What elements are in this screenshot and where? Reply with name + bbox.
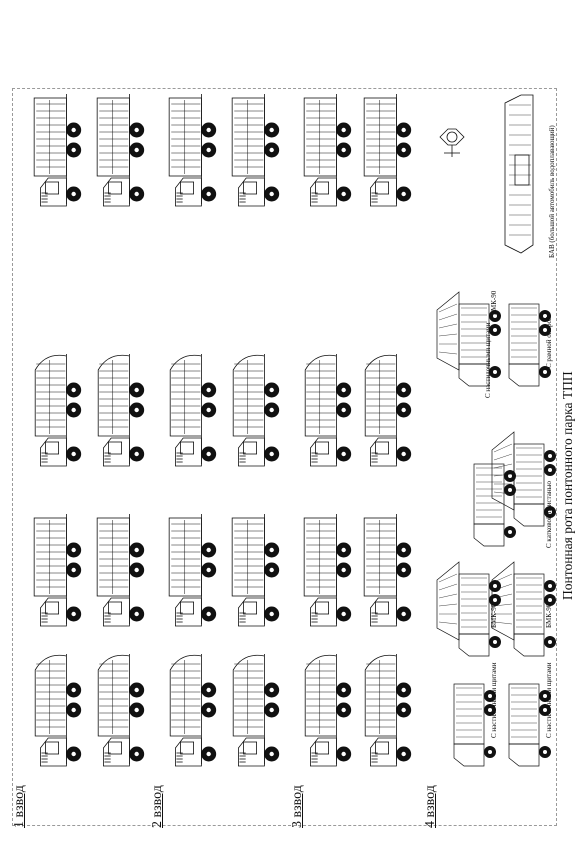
pontoon-crew-icon <box>439 128 465 157</box>
caption-deck-sheets-2: С настилочными щитами <box>545 662 553 738</box>
truck-p1-c1-r1 <box>34 654 82 767</box>
truck-p1-c2-r1 <box>97 654 145 767</box>
p4-rolling-pier-a <box>473 463 516 547</box>
truck-p2-c1-r4 <box>168 94 217 207</box>
truck-p1-c2-r3 <box>97 354 145 467</box>
truck-p3-c2-r3 <box>364 354 412 467</box>
p4-bmk-2 <box>491 561 556 657</box>
dashed-frame <box>12 88 557 826</box>
platoon-4-label: 4 взвод <box>423 785 438 828</box>
truck-p2-c1-r2 <box>168 514 217 627</box>
caption-rolling-pier: С катковой пристанью <box>545 480 553 548</box>
platoon-1-label: 1 взвод <box>12 785 27 828</box>
p4-deck-sheets-1 <box>453 683 496 767</box>
truck-p1-c1-r3 <box>34 354 82 467</box>
truck-p3-c2-r4 <box>363 94 412 207</box>
caption-deck-sheets-1: С настилочными щитами <box>490 662 498 738</box>
platoon-2-label: 2 взвод <box>150 785 165 828</box>
truck-p1-c2-r4 <box>96 94 145 207</box>
bav-amphibian <box>504 94 534 254</box>
truck-p2-c2-r1 <box>232 654 280 767</box>
page-title: Понтонная рота понтонного парка ТПП <box>560 371 575 600</box>
caption-frame-support: С рамной опорой <box>545 316 553 368</box>
truck-p3-c1-r4 <box>303 94 352 207</box>
p4-deck-sheets-2 <box>508 683 551 767</box>
truck-p1-c1-r4 <box>33 94 82 207</box>
truck-p2-c2-r4 <box>231 94 280 207</box>
truck-p3-c2-r2 <box>363 514 412 627</box>
truck-p3-c1-r3 <box>304 354 352 467</box>
caption-deck-sheets-3: С настилочными щитами <box>484 322 492 398</box>
p4-frame-support <box>508 303 551 387</box>
truck-p3-c1-r1 <box>304 654 352 767</box>
truck-p1-c2-r2 <box>96 514 145 627</box>
p4-rolling-pier-b <box>491 431 556 527</box>
truck-p2-c1-r3 <box>169 354 217 467</box>
truck-p2-c1-r1 <box>169 654 217 767</box>
truck-p1-c1-r2 <box>33 514 82 627</box>
p4-bmk-3 <box>436 291 501 387</box>
platoon-3-label: 3 взвод <box>290 785 305 828</box>
truck-p3-c1-r2 <box>303 514 352 627</box>
caption-bmk-3: БМК-90 <box>490 290 498 315</box>
caption-bav: БАВ (большой автомобиль водоплавающий) <box>548 125 556 258</box>
caption-bmk-2: БМК-90 <box>545 603 553 628</box>
truck-p3-c2-r1 <box>364 654 412 767</box>
caption-bmk-1: БМК-90 <box>490 603 498 628</box>
truck-p2-c2-r2 <box>231 514 280 627</box>
truck-p2-c2-r3 <box>232 354 280 467</box>
